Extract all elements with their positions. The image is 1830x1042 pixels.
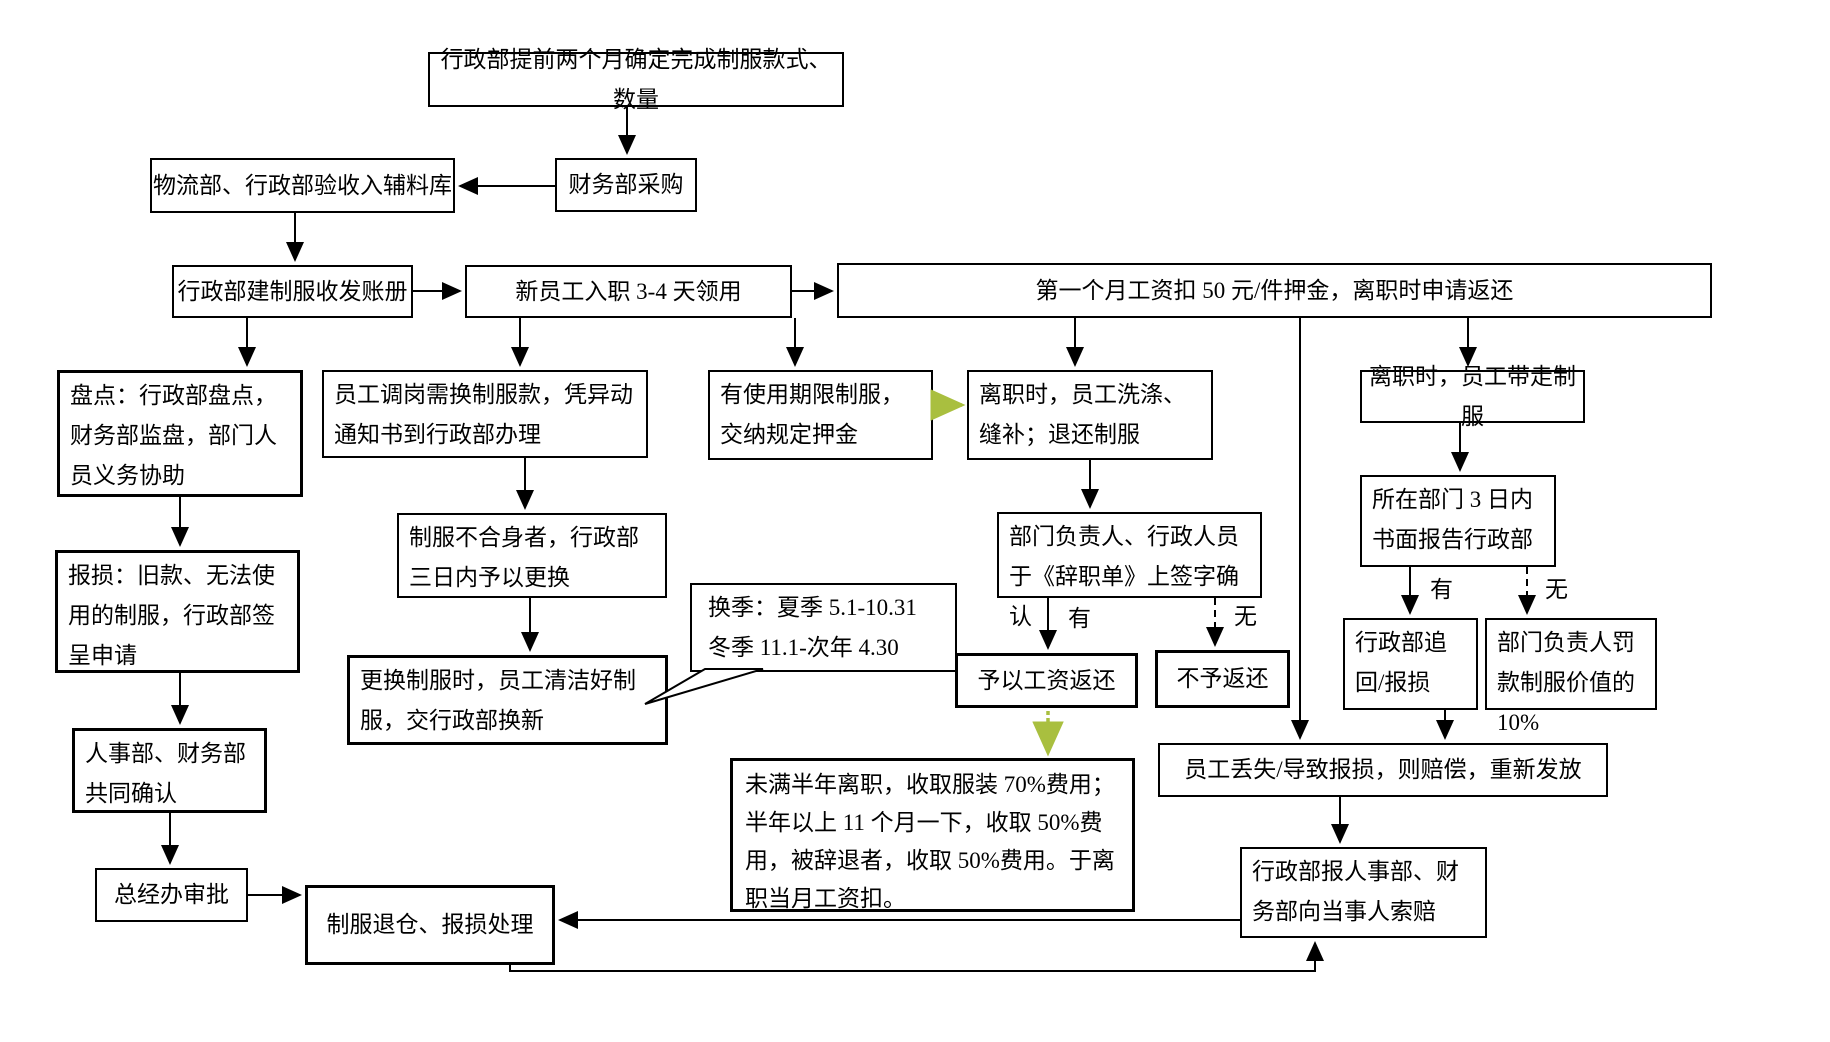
node-damage-report: 报损：旧款、无法使用的制服，行政部签呈申请 bbox=[55, 550, 300, 673]
branch-label-sign-yes: 有 bbox=[1066, 606, 1093, 631]
node-new-employee: 新员工入职 3-4 天领用 bbox=[465, 265, 792, 318]
node-limited-term: 有使用期限制服，交纳规定押金 bbox=[708, 370, 933, 460]
node-deposit: 第一个月工资扣 50 元/件押金，离职时申请返还 bbox=[837, 263, 1712, 318]
node-report-3days: 所在部门 3 日内书面报告行政部 bbox=[1360, 475, 1556, 567]
node-exchange-clean: 更换制服时，员工清洁好制服，交行政部换新 bbox=[347, 655, 668, 745]
node-inventory: 盘点：行政部盘点，财务部监盘，部门人员义务协助 bbox=[57, 370, 303, 497]
season-line1: 换季：夏季 5.1-10.31 bbox=[708, 595, 917, 620]
node-unfit: 制服不合身者，行政部三日内予以更换 bbox=[397, 513, 667, 598]
node-hr-fin-confirm: 人事部、财务部共同确认 bbox=[72, 728, 267, 813]
branch-label-sign-no: 无 bbox=[1232, 604, 1259, 629]
node-no-refund: 不予返还 bbox=[1155, 650, 1290, 708]
node-uniform-back: 制服退仓、报损处理 bbox=[305, 885, 555, 965]
node-admin-recover: 行政部追回/报损 bbox=[1343, 618, 1478, 710]
node-build-ledger: 行政部建制服收发账册 bbox=[172, 265, 413, 318]
branch-label-report-yes: 有 bbox=[1428, 577, 1455, 602]
node-claim: 行政部报人事部、财务部向当事人索赔 bbox=[1240, 847, 1487, 938]
node-gm-approve: 总经办审批 bbox=[95, 868, 248, 922]
node-resign-keep: 离职时，员工带走制服 bbox=[1360, 364, 1585, 429]
node-determine-style: 行政部提前两个月确定完成制服款式、数量 bbox=[428, 47, 844, 112]
node-wage-refund: 予以工资返还 bbox=[955, 653, 1138, 708]
node-sign-confirm: 部门负责人、行政人员于《辞职单》上签字确认 bbox=[997, 512, 1262, 629]
node-manager-fine: 部门负责人罚款制服价值的 10% bbox=[1485, 618, 1657, 735]
node-lost-compensate: 员工丢失/导致报损，则赔偿，重新发放 bbox=[1158, 743, 1608, 797]
season-line2: 冬季 11.1-次年 4.30 bbox=[708, 635, 899, 660]
node-season-callout: 换季：夏季 5.1-10.31 冬季 11.1-次年 4.30 bbox=[690, 583, 957, 672]
node-finance-purchase: 财务部采购 bbox=[555, 158, 697, 212]
node-fee-rule: 未满半年离职，收取服装 70%费用；半年以上 11 个月一下，收取 50%费用，… bbox=[730, 758, 1135, 912]
node-receive-warehouse: 物流部、行政部验收入辅料库 bbox=[150, 158, 455, 213]
node-transfer-post: 员工调岗需换制服款，凭异动通知书到行政部办理 bbox=[322, 370, 648, 458]
node-resign-return: 离职时，员工洗涤、缝补；退还制服 bbox=[967, 370, 1213, 460]
branch-label-report-no: 无 bbox=[1543, 577, 1570, 602]
